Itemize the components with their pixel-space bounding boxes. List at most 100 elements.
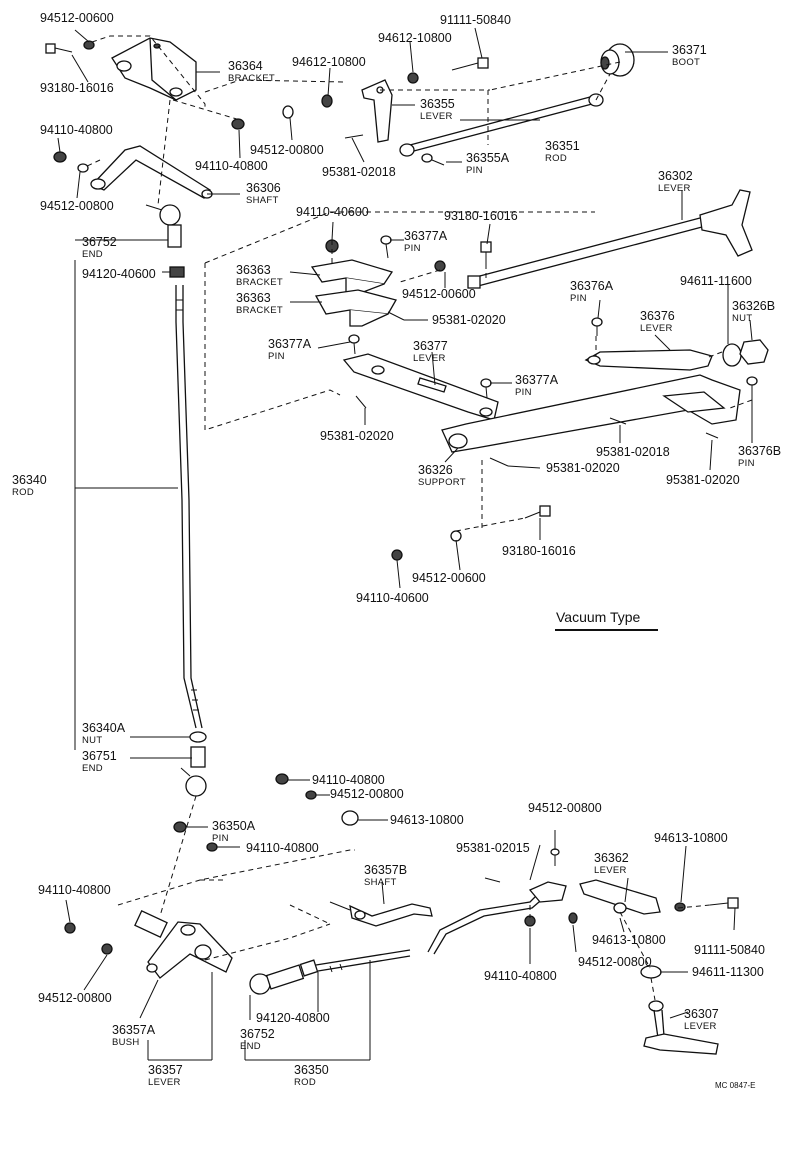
nut-drawing: [189, 731, 207, 743]
part-name: BRACKET: [228, 73, 275, 84]
part-name: BOOT: [672, 57, 700, 68]
part-number: 36355A: [466, 151, 510, 165]
part-number: 94110-40800: [246, 841, 319, 855]
part-number: 94512-00800: [40, 199, 114, 213]
callout-labels: 94512-0060093180-1601636364BRACKET91111-…: [12, 11, 781, 1088]
callout-33: 95381-02020: [320, 429, 394, 443]
callout-55: 94110-40800: [38, 883, 111, 897]
cotter-pin-drawing: [489, 457, 509, 467]
part-name: PIN: [212, 833, 229, 844]
bolt-drawing: [524, 505, 551, 519]
part-name: LEVER: [684, 1021, 717, 1032]
callout-51: 95381-02015: [456, 841, 530, 855]
part-name: END: [82, 763, 103, 774]
part-number: 94110-40800: [195, 159, 268, 173]
part-name: PIN: [466, 165, 483, 176]
lever-36362-drawing: [579, 879, 661, 915]
callout-52: 94613-10800: [654, 831, 728, 845]
part-number: 95381-02020: [320, 429, 394, 443]
nut-drawing: [391, 549, 403, 561]
part-number: 36350A: [212, 819, 256, 833]
cotter-pin-drawing: [609, 417, 627, 425]
cotter-pin-drawing: [387, 311, 405, 321]
callout-8: 94512-00800: [250, 143, 324, 157]
part-number: 94611-11600: [680, 274, 752, 288]
callout-61: 94512-00800: [38, 991, 112, 1005]
part-number: 94110-40800: [38, 883, 111, 897]
part-number: 94512-00600: [412, 571, 486, 585]
part-name: SHAFT: [364, 877, 397, 888]
part-number: 95381-02020: [666, 473, 740, 487]
lever-36357-drawing: [134, 909, 233, 979]
part-number: 36377A: [515, 373, 559, 387]
part-number: 94512-00800: [578, 955, 652, 969]
pin-drawing: [550, 848, 560, 866]
pin-drawing: [421, 153, 445, 166]
part-number: 36362: [594, 851, 629, 865]
part-number: 36326B: [732, 299, 775, 313]
part-name: ROD: [294, 1077, 316, 1088]
end-36752-drawing: [145, 204, 182, 248]
washer-drawing: [434, 260, 446, 272]
callout-47: 94613-10800: [390, 813, 464, 827]
connecting-rod-drawing: [427, 891, 547, 955]
nut-drawing: [739, 339, 769, 365]
callout-11: 94512-00800: [40, 199, 114, 213]
bolt-drawing: [45, 43, 73, 54]
nut-drawing: [64, 922, 76, 934]
cotter-pin-drawing: [344, 134, 364, 139]
bracket-36364-drawing: [111, 37, 197, 101]
washer-drawing: [722, 343, 742, 367]
callout-3: 91111-50840: [440, 13, 511, 27]
part-name: PIN: [738, 458, 755, 469]
part-number: 93180-16016: [502, 544, 576, 558]
part-number: 36351: [545, 139, 580, 153]
part-number: 94120-40600: [82, 267, 156, 281]
part-name: LEVER: [413, 353, 446, 364]
part-name: NUT: [82, 735, 102, 746]
part-number: 94110-40600: [296, 205, 369, 219]
part-number: 94612-10800: [378, 31, 452, 45]
washer-drawing: [407, 72, 419, 84]
part-number: 91111-50840: [694, 943, 765, 957]
part-name: LEVER: [658, 183, 691, 194]
part-number: 36751: [82, 749, 117, 763]
nut-drawing: [231, 118, 245, 130]
part-number: 36302: [658, 169, 693, 183]
part-name: END: [240, 1041, 261, 1052]
part-number: 36306: [246, 181, 281, 195]
part-name: BRACKET: [236, 277, 283, 288]
part-name: LEVER: [594, 865, 627, 876]
washer-drawing: [321, 94, 333, 108]
part-number: 94611-11300: [692, 965, 764, 979]
part-number: 36376A: [570, 279, 614, 293]
support-36326-drawing: [441, 374, 741, 453]
part-number: 36340: [12, 473, 47, 487]
callout-37: 95381-02020: [546, 461, 620, 475]
washer-drawing: [305, 790, 317, 800]
washer-drawing: [674, 902, 686, 912]
part-number: 36377A: [404, 229, 448, 243]
part-name: NUT: [732, 313, 752, 324]
callout-57: 94613-10800: [592, 933, 666, 947]
shaft-36306-drawing: [90, 145, 213, 199]
part-number: 94613-10800: [654, 831, 728, 845]
part-number: 36376B: [738, 444, 781, 458]
bolt-drawing: [451, 57, 489, 71]
rod-36340-drawing: [175, 285, 203, 729]
callout-49: 94110-40800: [246, 841, 319, 855]
part-name: ROD: [545, 153, 567, 164]
nut-drawing: [173, 821, 187, 833]
